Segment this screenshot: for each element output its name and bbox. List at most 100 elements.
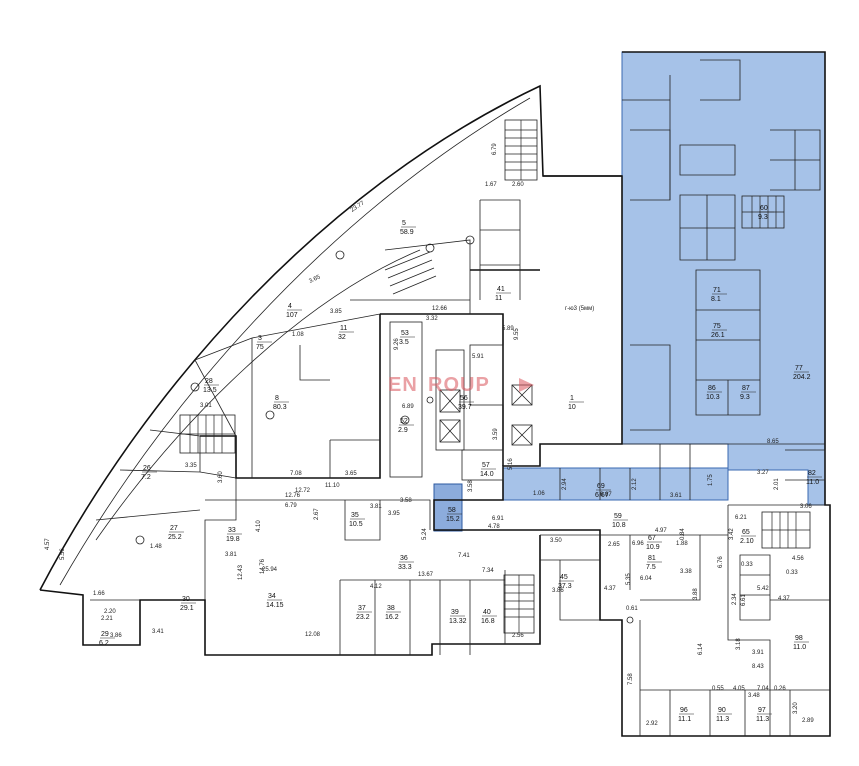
room-69[interactable]: 696.67 [595, 483, 611, 499]
room-71[interactable]: 718.1 [711, 287, 727, 303]
room-87[interactable]: 879.3 [740, 385, 756, 401]
room-area: 10.5 [349, 521, 363, 528]
dimension-label: 3.42 [729, 528, 735, 540]
west-wing-outline [39, 84, 622, 591]
east-block-outline [599, 51, 831, 737]
room-29[interactable]: 296.2 [99, 631, 115, 647]
dimension-label: 3.27 [757, 470, 769, 476]
room-number: 75 [713, 323, 721, 330]
room-3[interactable]: 375 [256, 335, 272, 351]
dimension-label: 3.65 [345, 471, 357, 477]
dimension-label: 5.89 [502, 326, 514, 332]
dimension-label: 12.66 [432, 306, 448, 312]
dimension-label: 4.10 [256, 520, 262, 532]
dimension-label: 3.58 [400, 498, 412, 504]
dimension-label: 3.61 [670, 493, 682, 499]
dimension-label: 5.42 [757, 586, 769, 592]
room-number: 33 [228, 527, 236, 534]
room-65[interactable]: 652.10 [740, 529, 756, 545]
room-number: 77 [795, 365, 803, 372]
dimension-label: 3.91 [752, 650, 764, 656]
dimension-label: 3.06 [800, 504, 812, 510]
room-area: 11.0 [806, 479, 819, 486]
dimension-label: 3.59 [493, 428, 499, 440]
dimension-label: 4.78 [488, 524, 500, 530]
dimension-label: 2.67 [314, 508, 320, 520]
dimension-label: 9.26 [394, 338, 400, 350]
room-area: 80.3 [273, 404, 287, 411]
highlight-east-block[interactable] [621, 51, 826, 506]
dimension-label: 4.97 [655, 528, 667, 534]
room-53[interactable]: 533.5 [399, 330, 415, 346]
dimension-label: 2.12 [632, 478, 638, 490]
dimension-label: 3.60 [218, 471, 224, 483]
room-81[interactable]: 817.5 [646, 555, 662, 571]
room-area: 75 [256, 344, 264, 351]
room-5[interactable]: 558.9 [400, 220, 416, 236]
room-52[interactable]: 522.9 [398, 418, 414, 434]
dimension-label: 2.92 [646, 721, 658, 727]
room-60[interactable]: 609.3 [758, 205, 774, 221]
room-number: 1 [570, 395, 574, 402]
room-1[interactable]: 110 [568, 395, 584, 411]
room-number: 28 [205, 378, 213, 385]
room-8[interactable]: 880.3 [273, 395, 289, 411]
room-area: 19.8 [226, 536, 240, 543]
columns [135, 235, 634, 624]
dimension-label: 3.86 [110, 633, 122, 639]
room-area: 10 [568, 404, 576, 411]
dimension-label: 3.38 [680, 569, 692, 575]
room-number: 57 [482, 462, 490, 469]
dimension-label: 6.91 [492, 516, 504, 522]
room-26[interactable]: 267.2 [141, 465, 157, 481]
room-number: 86 [708, 385, 716, 392]
room-area: 13.32 [449, 618, 467, 625]
dimension-label: 6.79 [285, 503, 297, 509]
dimension-label: 3.58 [468, 480, 474, 492]
room-number: 34 [268, 593, 276, 600]
dimension-label: 8.65 [767, 439, 779, 445]
room-area: 32 [338, 334, 346, 341]
dimension-label: 9.55 [514, 328, 520, 340]
room-area: 107 [286, 312, 298, 319]
room-area: 29.1 [180, 605, 194, 612]
room-33[interactable]: 33 19.8 [226, 527, 242, 543]
room-number: 69 [597, 483, 605, 490]
room-area: 37.3 [558, 583, 572, 590]
dimension-label: 2.01 [774, 478, 780, 490]
room-number: 29 [101, 631, 109, 638]
dimension-label: 3.50 [550, 538, 562, 544]
dimension-label: 2.56 [512, 633, 524, 639]
highlighted-zone[interactable] [433, 51, 826, 532]
room-area: 9.3 [758, 214, 768, 221]
room-number: 87 [742, 385, 750, 392]
stair-arc [384, 251, 437, 295]
